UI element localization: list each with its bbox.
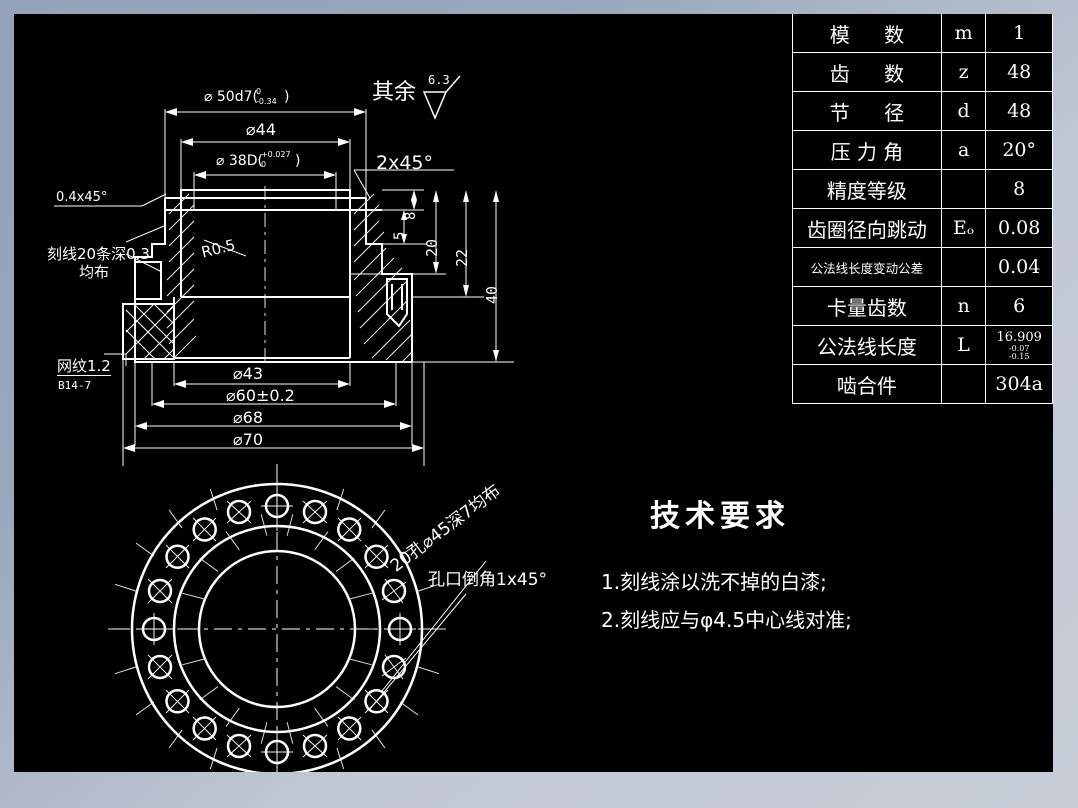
param-name-cell: 压 力 角: [792, 130, 942, 170]
bottom-dim-d68: ⌀68: [233, 408, 263, 427]
param-value-cell: 0.04: [985, 247, 1053, 287]
param-value-cell: 8: [985, 169, 1053, 209]
param-symbol-cell: n: [940, 286, 987, 326]
param-value-cell: 1: [985, 14, 1053, 53]
param-symbol-cell: [940, 364, 987, 404]
param-symbol-cell: z: [940, 52, 987, 92]
param-value-cell: 20°: [985, 130, 1053, 170]
bottom-dim-d43: ⌀43: [233, 364, 263, 383]
param-symbol-cell: [940, 247, 987, 287]
param-name-cell: 啮合件: [792, 364, 942, 404]
param-value-cell: 48: [985, 91, 1053, 131]
dim-label-d50: ⌀ 50d7(0-0.34): [204, 87, 290, 106]
param-symbol-cell: [940, 169, 987, 209]
param-symbol-cell: m: [940, 14, 987, 53]
hole-note-line2: 孔口倒角1x45°: [428, 570, 548, 590]
dim-label-d44: ⌀44: [246, 120, 276, 139]
param-value-cell: 0.08: [985, 208, 1053, 248]
surface-finish-symbol: [422, 75, 461, 120]
tolerance-lower: -0.15: [1008, 351, 1030, 361]
bottom-dim-d70: ⌀70: [233, 430, 263, 449]
knurl-note-line2: 均布: [79, 263, 110, 281]
section-view-geometry: [54, 75, 514, 466]
v-dim-22: 22: [453, 248, 471, 267]
param-value-cell: 6: [985, 286, 1053, 326]
param-symbol-cell: Eₒ: [940, 208, 987, 248]
param-value-tolerance: -0.07-0.15: [1008, 343, 1030, 361]
chamfer-04x45-label: 0.4x45°: [56, 190, 108, 205]
param-table-row: 啮合件 304a: [792, 364, 1053, 404]
v-dim-5: 5: [392, 231, 408, 240]
param-value-cell: 304a: [985, 364, 1053, 404]
v-dim-20: 20: [423, 238, 441, 257]
surface-finish-value: 6.3: [428, 73, 450, 87]
param-table-row: 精度等级 8: [792, 169, 1053, 209]
chamfer-2x45-label: 2x45°: [376, 152, 434, 174]
param-symbol-cell: d: [940, 91, 987, 131]
tech-req-item-2: 2.刻线应与φ4.5中心线对准;: [601, 608, 852, 632]
param-value-cell: 16.909-0.07-0.15: [985, 325, 1053, 365]
bottom-dim-d60: ⌀60±0.2: [226, 386, 295, 405]
surface-finish-note: 其余: [372, 80, 417, 105]
param-name-cell: 卡量齿数: [792, 286, 942, 326]
net-note-line2: B14-7: [58, 379, 92, 392]
param-name-cell: 齿 数: [792, 52, 942, 92]
v-dim-40: 40: [483, 285, 501, 304]
knurl-note-line1: 刻线20条深0.3: [47, 245, 150, 263]
param-name-cell: 精度等级: [792, 169, 942, 209]
param-name-cell: 节 径: [792, 91, 942, 131]
tolerance-upper: -0.07: [1008, 343, 1030, 353]
param-name-cell: 齿圈径向跳动: [792, 208, 942, 248]
param-name-cell: 模 数: [792, 14, 942, 53]
param-symbol-cell: L: [940, 325, 987, 365]
tech-req-item-1: 1.刻线涂以洗不掉的白漆;: [601, 570, 827, 594]
param-table-row: 公法线长度变动公差 0.04: [792, 247, 1053, 287]
v-dim-8: 8: [403, 211, 419, 220]
param-name-cell: 公法线长度: [792, 325, 942, 365]
radial-scribe-marks: [108, 474, 446, 772]
tech-req-title: 技术要求: [650, 499, 790, 534]
plan-view-geometry: [108, 464, 487, 772]
net-note-line1: 网纹1.2: [57, 357, 111, 376]
param-value-cell: 48: [985, 52, 1053, 92]
param-value-base: 16.909: [996, 329, 1042, 345]
param-symbol-cell: a: [940, 130, 987, 170]
param-name-cell: 公法线长度变动公差: [792, 247, 942, 287]
